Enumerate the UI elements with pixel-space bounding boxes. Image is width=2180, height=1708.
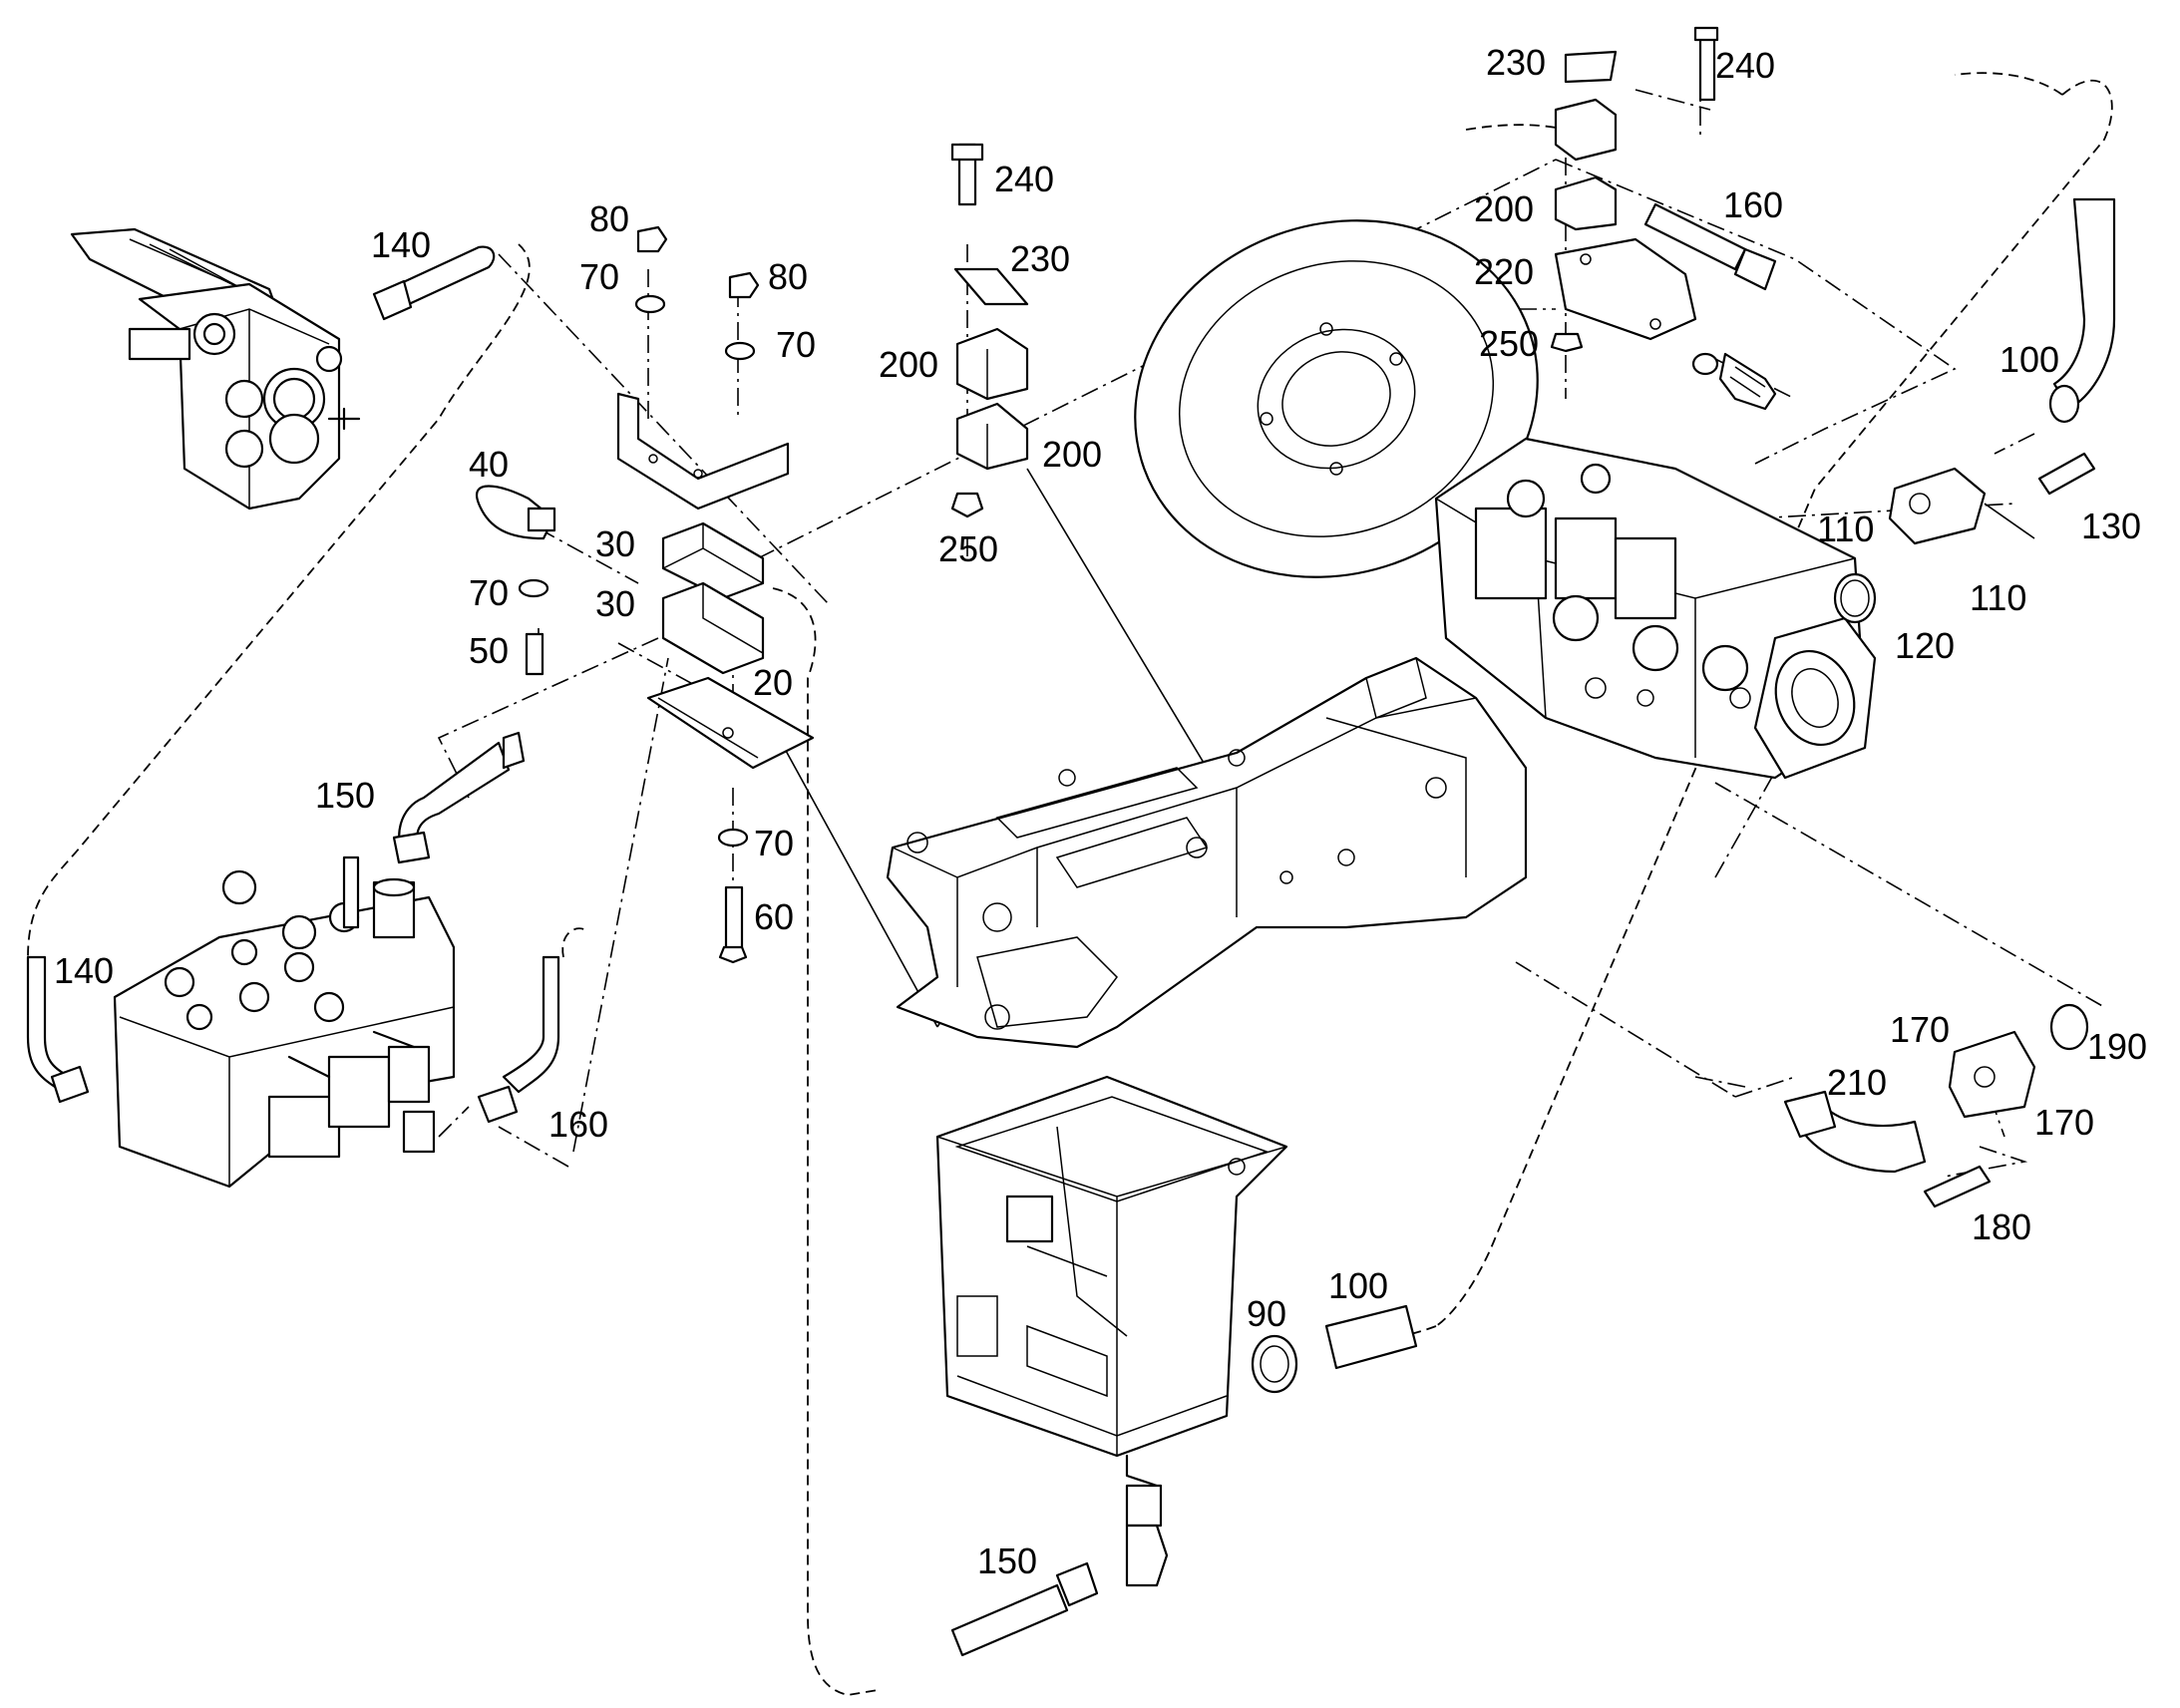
hydraulic-tank — [935, 1075, 1288, 1587]
callout-70-left: 70 — [579, 256, 619, 297]
callout-200-right: 200 — [1474, 188, 1534, 229]
callout-30-top: 30 — [595, 523, 635, 564]
flywheel-disc — [1134, 219, 1539, 578]
callout-110-right: 110 — [1970, 577, 2026, 618]
callout-80-left: 80 — [589, 198, 629, 239]
callout-250-right: 250 — [1479, 323, 1539, 364]
callout-60: 60 — [754, 896, 794, 937]
callout-200-center-top: 200 — [879, 344, 938, 385]
bracket-group — [476, 225, 815, 964]
callout-130: 130 — [2081, 506, 2141, 546]
small-fittings — [1251, 452, 2096, 1394]
callout-40: 40 — [469, 444, 509, 485]
callout-170-bottom: 170 — [2034, 1102, 2094, 1143]
callout-150-left: 150 — [315, 775, 375, 816]
hoses — [26, 197, 2116, 1657]
callout-70-mid: 70 — [469, 572, 509, 613]
control-valve-block — [113, 855, 456, 1189]
callout-240-right: 240 — [1715, 45, 1775, 86]
callout-240-center: 240 — [994, 159, 1054, 199]
pedal-valve — [70, 227, 361, 511]
callout-190: 190 — [2087, 1026, 2147, 1067]
callout-90: 90 — [1247, 1293, 1286, 1334]
callout-140-bottom: 140 — [54, 950, 114, 991]
callout-230-right: 230 — [1486, 42, 1546, 83]
callout-150-bottom: 150 — [977, 1540, 1037, 1581]
callout-100-right: 100 — [1999, 339, 2059, 380]
hardware-washers — [518, 225, 760, 964]
callout-230-center: 230 — [1010, 238, 1070, 279]
callout-250-center: 250 — [938, 528, 998, 569]
callout-80-right: 80 — [768, 256, 808, 297]
clamp-stack-right — [1550, 26, 1777, 411]
callout-140-top: 140 — [371, 224, 431, 265]
callout-180: 180 — [1972, 1206, 2031, 1247]
callout-20: 20 — [753, 662, 793, 703]
callout-100-bottom: 100 — [1328, 1265, 1388, 1306]
callout-210: 210 — [1827, 1062, 1887, 1103]
callout-170-top: 170 — [1890, 1009, 1950, 1050]
callout-160-right: 160 — [1723, 184, 1783, 225]
callout-200-center-bottom: 200 — [1042, 434, 1102, 475]
callout-70-lower: 70 — [754, 823, 794, 863]
callout-220: 220 — [1474, 251, 1534, 292]
machine-frame — [886, 656, 1528, 1049]
callout-110-left: 110 — [1817, 509, 1874, 549]
callout-70-right: 70 — [776, 324, 816, 365]
callout-120: 120 — [1895, 625, 1955, 666]
callout-50: 50 — [469, 630, 509, 671]
callout-30-bottom: 30 — [595, 583, 635, 624]
clamp-stack-center — [950, 143, 1029, 518]
hydraulic-pump — [1434, 437, 1877, 780]
callout-160-left: 160 — [548, 1104, 608, 1145]
callout-labels: 140 80 70 80 70 240 230 200 200 250 40 3… — [54, 42, 2147, 1581]
